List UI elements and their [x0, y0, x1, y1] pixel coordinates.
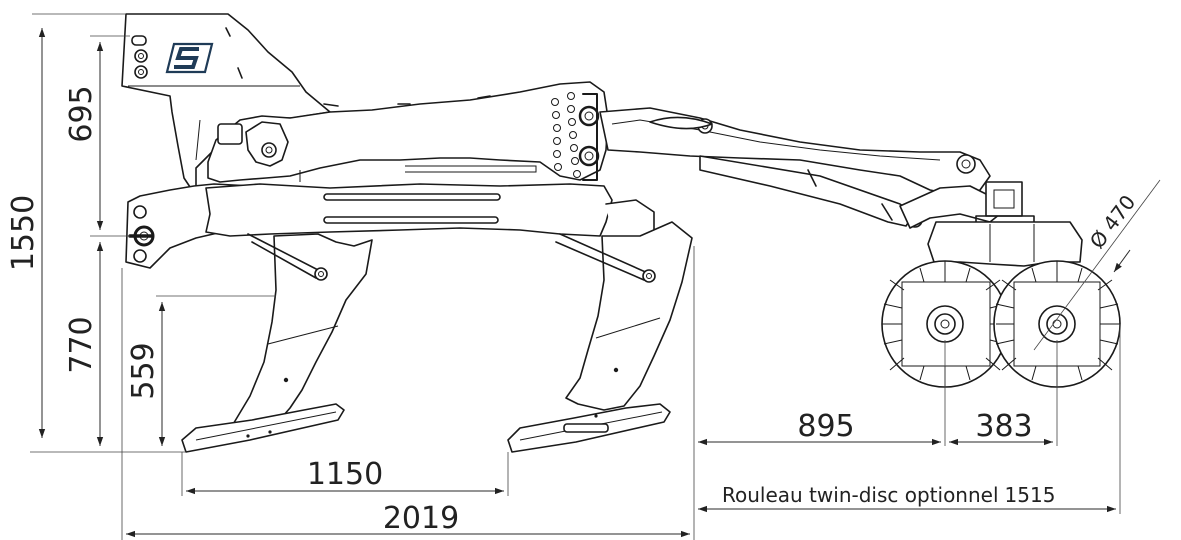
- roller-frame: [927, 221, 1083, 267]
- rear-tine: [507, 221, 693, 453]
- dim-leg-spacing-label: 1150: [307, 457, 383, 492]
- roller-label-text: Rouleau twin-disc optionnel: [722, 483, 999, 507]
- link-bracket: [217, 121, 289, 167]
- dim-roller-offset-label: 895: [797, 409, 854, 444]
- subsoiler-machine: [121, 13, 1161, 453]
- twin-disc-roller: [881, 179, 1161, 388]
- dim-upper-height-label: 695: [64, 85, 99, 142]
- dim-disc-spacing-label: 383: [975, 409, 1032, 444]
- front-tine: [181, 233, 373, 453]
- dim-working-depth-label: 559: [126, 342, 161, 399]
- diameter-leader: [1033, 179, 1161, 351]
- cross-beam: [205, 183, 655, 247]
- adjustment-holes: [551, 92, 581, 178]
- roller-arm: [599, 107, 1035, 229]
- main-frame: [207, 81, 609, 183]
- dim-total-height-label: 1550: [6, 195, 41, 271]
- dim-total-length-label: 2019: [383, 501, 459, 536]
- brand-logo-icon: [165, 42, 214, 74]
- roller-length-value: 1515: [1005, 483, 1056, 507]
- dim-lower-height-label: 770: [64, 316, 99, 373]
